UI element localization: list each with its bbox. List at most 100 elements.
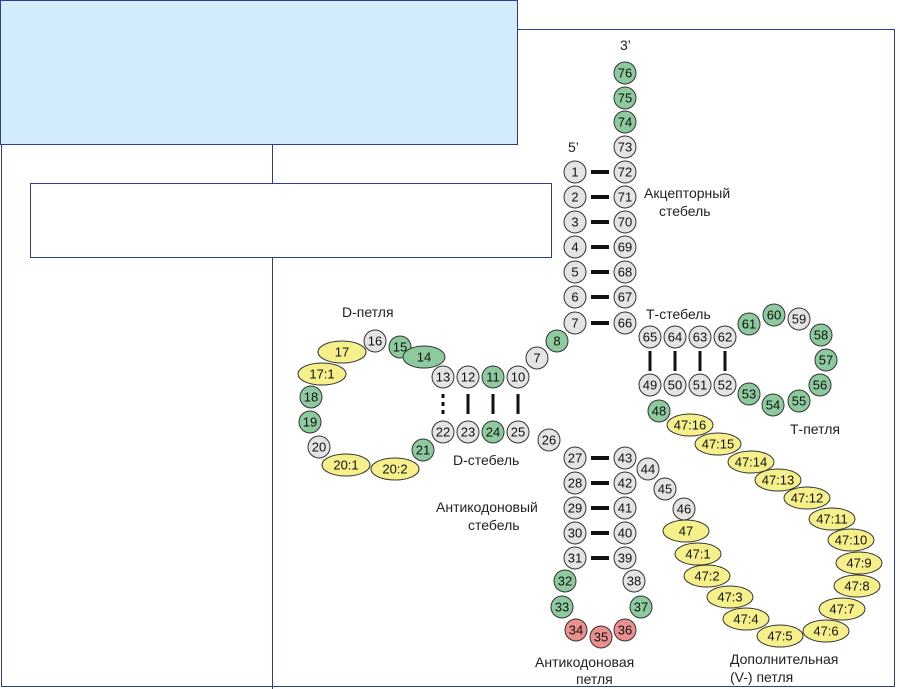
nucleotide-45: 45 (653, 477, 677, 501)
nucleotide-35: 35 (589, 625, 613, 649)
nucleotide-47-7: 47:7 (818, 597, 866, 621)
nucleotide-54: 54 (761, 393, 785, 417)
label-anticodon-stem-1: Антикодоновый (436, 499, 538, 515)
nucleotide-label: 53 (742, 387, 756, 402)
nucleotide-label: 47:13 (762, 473, 795, 488)
nucleotide-shape (537, 428, 561, 452)
nucleotide-47-12: 47:12 (783, 486, 831, 510)
nucleotide-shape (613, 546, 637, 570)
label-anticodon-stem-2: стебель (468, 517, 520, 533)
nucleotide-shape (814, 348, 838, 372)
nucleotide-shape (694, 432, 742, 456)
nucleotide-21: 21 (411, 438, 435, 462)
nucleotide-shape (506, 365, 530, 389)
nucleotide-label: 32 (558, 574, 572, 589)
nucleotide-label: 56 (813, 378, 827, 393)
nucleotide-label: 47:16 (674, 418, 707, 433)
nucleotide-62: 62 (713, 325, 737, 349)
nucleotide-17: 17 (317, 340, 367, 364)
nucleotide-shape (613, 285, 637, 309)
nucleotide-shape (756, 624, 804, 648)
label-v-loop-1: Дополнительная (730, 651, 838, 667)
nucleotide-shape (297, 362, 347, 386)
nucleotide-label: 51 (693, 378, 707, 393)
nucleotide-shape (808, 373, 832, 397)
nucleotide-label: 73 (618, 140, 632, 155)
label-anticodon-loop-2: петля (576, 671, 613, 687)
nucleotide-label: 35 (594, 630, 608, 645)
nucleotide-64: 64 (663, 325, 687, 349)
nucleotide-shape (307, 435, 331, 459)
nucleotide-label: 6 (571, 290, 578, 305)
nucleotide-26: 26 (537, 428, 561, 452)
nucleotide-label: 47:10 (835, 533, 868, 548)
nucleotide-label: 22 (436, 425, 450, 440)
nucleotide-52: 52 (713, 373, 737, 397)
label-d-stem: D-стебель (453, 452, 519, 468)
nucleotide-label: 16 (368, 334, 382, 349)
nucleotide-65: 65 (638, 325, 662, 349)
nucleotide-20: 20 (307, 435, 331, 459)
nucleotide-shape (666, 413, 714, 437)
nucleotide-shape (563, 446, 587, 470)
label-3-prime: 3’ (620, 37, 631, 53)
nucleotide-shape (613, 235, 637, 259)
nucleotide-label: 63 (693, 330, 707, 345)
nucleotide-55: 55 (787, 389, 811, 413)
nucleotide-label: 75 (618, 91, 632, 106)
nucleotide-label: 5 (571, 265, 578, 280)
nucleotide-label: 15 (393, 340, 407, 355)
nucleotide-34: 34 (564, 618, 588, 642)
nucleotide-label: 47:4 (733, 612, 758, 627)
nucleotide-shape (629, 595, 653, 619)
nucleotide-3: 3 (563, 210, 587, 234)
nucleotide-label: 60 (767, 308, 781, 323)
label-anticodon-loop-1: Антикодоновая (535, 654, 634, 670)
nucleotide-label: 54 (766, 398, 780, 413)
label-d-loop: D-петля (342, 304, 394, 320)
nucleotide-47-16: 47:16 (666, 413, 714, 437)
nucleotide-47-8: 47:8 (833, 574, 881, 598)
nucleotide-shape (550, 595, 574, 619)
nucleotide-label: 70 (618, 215, 632, 230)
nucleotide-shape (613, 496, 637, 520)
nucleotide-shape (754, 468, 802, 492)
nucleotide-24: 24 (481, 420, 505, 444)
nucleotide-label: 47:3 (717, 590, 742, 605)
nucleotide-shape (762, 303, 786, 327)
nucleotide-shape (563, 210, 587, 234)
nucleotide-47-9: 47:9 (835, 551, 883, 575)
nucleotide-label: 52 (718, 378, 732, 393)
nucleotide-shape (370, 457, 420, 481)
nucleotide-shape (411, 438, 435, 462)
nucleotide-label: 47:12 (791, 491, 824, 506)
nucleotide-46: 46 (672, 497, 696, 521)
nucleotide-47-4: 47:4 (722, 607, 770, 631)
nucleotide-32: 32 (553, 569, 577, 593)
nucleotide-label: 7 (571, 316, 578, 331)
nucleotide-41: 41 (613, 496, 637, 520)
nucleotide-50: 50 (663, 373, 687, 397)
nucleotide-shape (663, 325, 687, 349)
nucleotide-70: 70 (613, 210, 637, 234)
nucleotide-37: 37 (629, 595, 653, 619)
nucleotide-label: 46 (677, 502, 691, 517)
nucleotide-shape (809, 323, 833, 347)
nucleotide-58: 58 (809, 323, 833, 347)
nucleotide-label: 47:2 (694, 569, 719, 584)
nucleotide-label: 47:8 (844, 579, 869, 594)
nucleotide-shape (613, 521, 637, 545)
nucleotide-shape (722, 607, 770, 631)
nucleotide-shape (298, 410, 322, 434)
nucleotide-shape (827, 528, 875, 552)
nucleotide-shape (553, 569, 577, 593)
nucleotide-36: 36 (613, 618, 637, 642)
nucleotide-shape (818, 597, 866, 621)
nucleotide-47-3: 47:3 (706, 585, 754, 609)
nucleotide-44: 44 (636, 457, 660, 481)
nucleotide-shape (563, 285, 587, 309)
nucleotide-shape (662, 519, 710, 543)
nucleotide-48: 48 (647, 399, 671, 423)
nucleotide-shape (402, 345, 446, 369)
